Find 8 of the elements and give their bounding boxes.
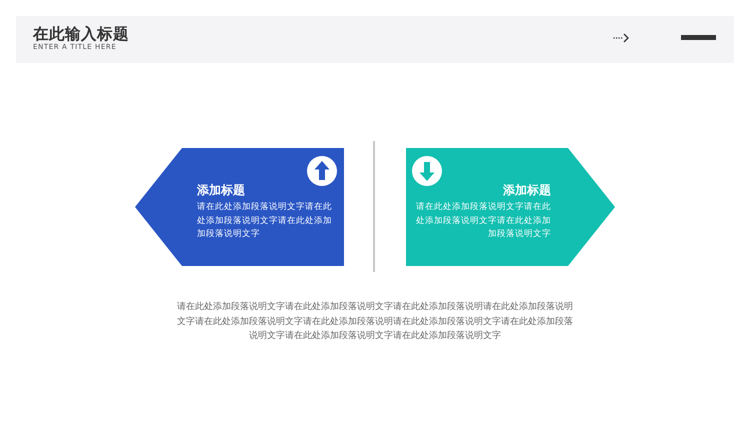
- banner-text: 请在此处添加段落说明文字请在此处添加段落说明文字请在此处添加加段落说明文字: [415, 201, 551, 241]
- slide-title: 在此输入标题: [33, 25, 129, 43]
- arrow-banner: [135, 148, 344, 266]
- banner-heading: 添加标题: [502, 182, 551, 198]
- arrow-banner: [406, 148, 615, 266]
- body-paragraph: 请在此处添加段落说明文字请在此处添加段落说明文字请在此处添加段落说明请在此处添加段落说明文字请在此处添加段落说明文字请在此处添加段落说明请在此处添加段落说明文字请在此处添加段落说明文字请在此处添加段落说明文字请在此处添加段落说明文字: [176, 300, 574, 343]
- banner-heading: 添加标题: [197, 182, 246, 198]
- banner-text: 请在此处添加段落说明文字请在此处添加段落说明文字请在此处添加加段落说明文字: [197, 201, 333, 241]
